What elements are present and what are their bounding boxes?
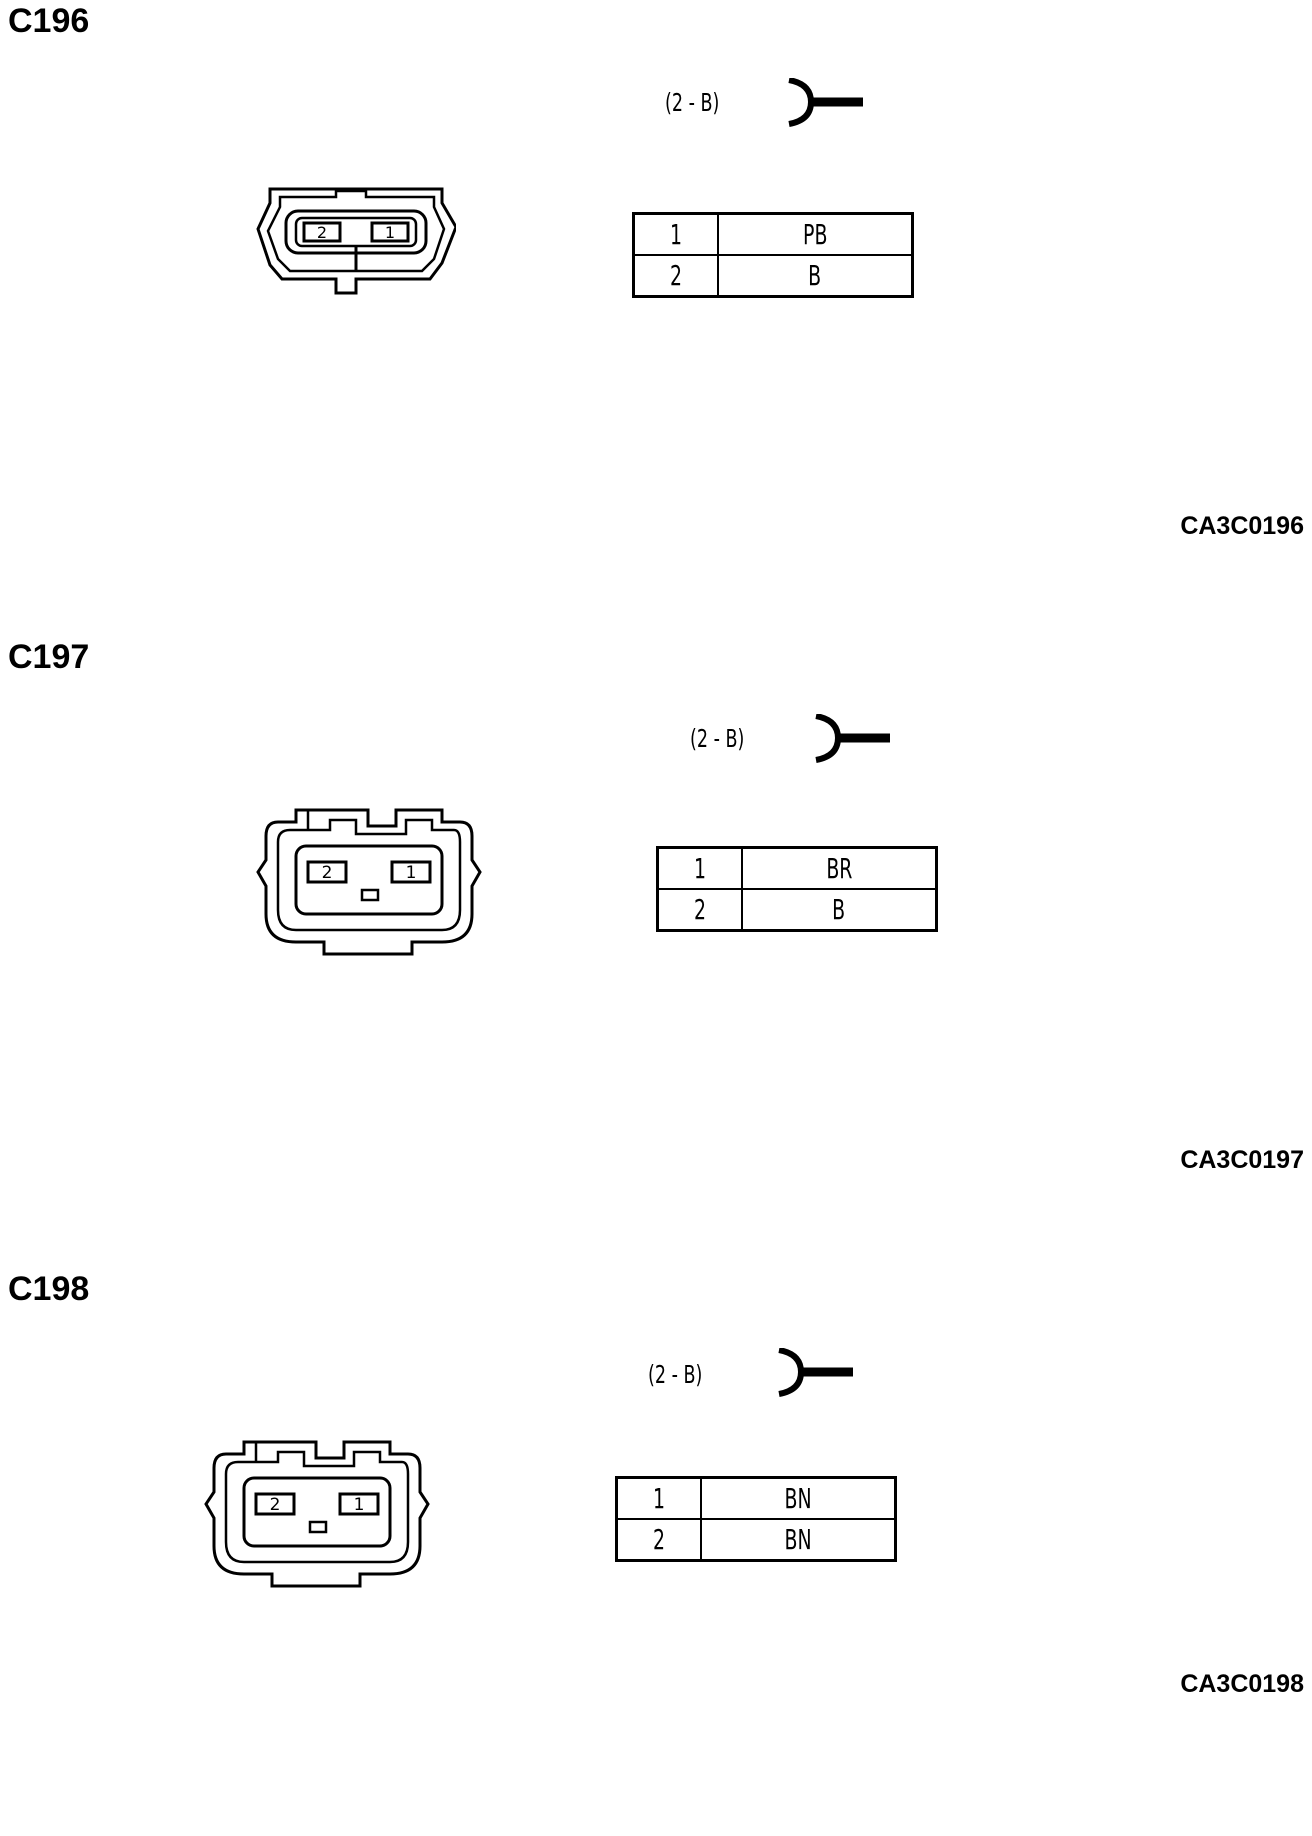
- pin-label-1: 1: [406, 863, 417, 883]
- connector-id: C196: [8, 2, 90, 40]
- pin-number: 1: [615, 1476, 702, 1520]
- pin-label-1: 1: [385, 223, 395, 242]
- connector-id: C197: [8, 638, 90, 676]
- connector-spec: (2 - B): [665, 88, 720, 117]
- wire-harness-icon: [815, 714, 890, 763]
- diagram-reference: CA3C0196: [1180, 512, 1304, 540]
- connector-section-c197: C197 (2 - B) 2 1 1 BR 2 B CA3C0197: [0, 636, 1312, 1204]
- connector-face: 2 1: [204, 1440, 430, 1588]
- table-row: 1 BN: [615, 1476, 897, 1520]
- pin-label-1: 1: [354, 1495, 365, 1515]
- connector-section-c196: C196 (2 - B) 2 1 1 PB 2 B CA3C0196: [0, 0, 1312, 568]
- pin-label-2: 2: [322, 863, 333, 883]
- table-row: 2 B: [656, 888, 938, 932]
- wire-color: BN: [700, 1476, 897, 1520]
- pin-label-2: 2: [270, 1495, 281, 1515]
- diagram-reference: CA3C0197: [1180, 1146, 1304, 1174]
- wire-harness-icon: [778, 1348, 853, 1397]
- table-row: 1 BR: [656, 846, 938, 890]
- wire-color: B: [717, 254, 914, 298]
- pin-number: 2: [615, 1518, 702, 1562]
- connector-section-c198: C198 (2 - B) 2 1 1 BN 2 BN CA3C0198: [0, 1268, 1312, 1836]
- connector-spec: (2 - B): [690, 724, 745, 753]
- pin-color-table: 1 PB 2 B: [632, 212, 914, 298]
- connector-face: 2 1: [256, 187, 456, 295]
- pin-label-2: 2: [317, 223, 327, 242]
- wire-color: BN: [700, 1518, 897, 1562]
- wire-color: B: [741, 888, 938, 932]
- table-row: 2 BN: [615, 1518, 897, 1562]
- table-row: 2 B: [632, 254, 914, 298]
- wire-color: PB: [717, 212, 914, 256]
- pin-number: 1: [656, 846, 743, 890]
- wire-harness-icon: [788, 78, 863, 127]
- pin-number: 2: [656, 888, 743, 932]
- connector-spec: (2 - B): [648, 1360, 703, 1389]
- pin-color-table: 1 BR 2 B: [656, 846, 938, 932]
- table-row: 1 PB: [632, 212, 914, 256]
- connector-id: C198: [8, 1270, 90, 1308]
- pin-number: 2: [632, 254, 719, 298]
- pin-color-table: 1 BN 2 BN: [615, 1476, 897, 1562]
- connector-face: 2 1: [256, 808, 482, 956]
- diagram-reference: CA3C0198: [1180, 1670, 1304, 1698]
- wire-color: BR: [741, 846, 938, 890]
- pin-number: 1: [632, 212, 719, 256]
